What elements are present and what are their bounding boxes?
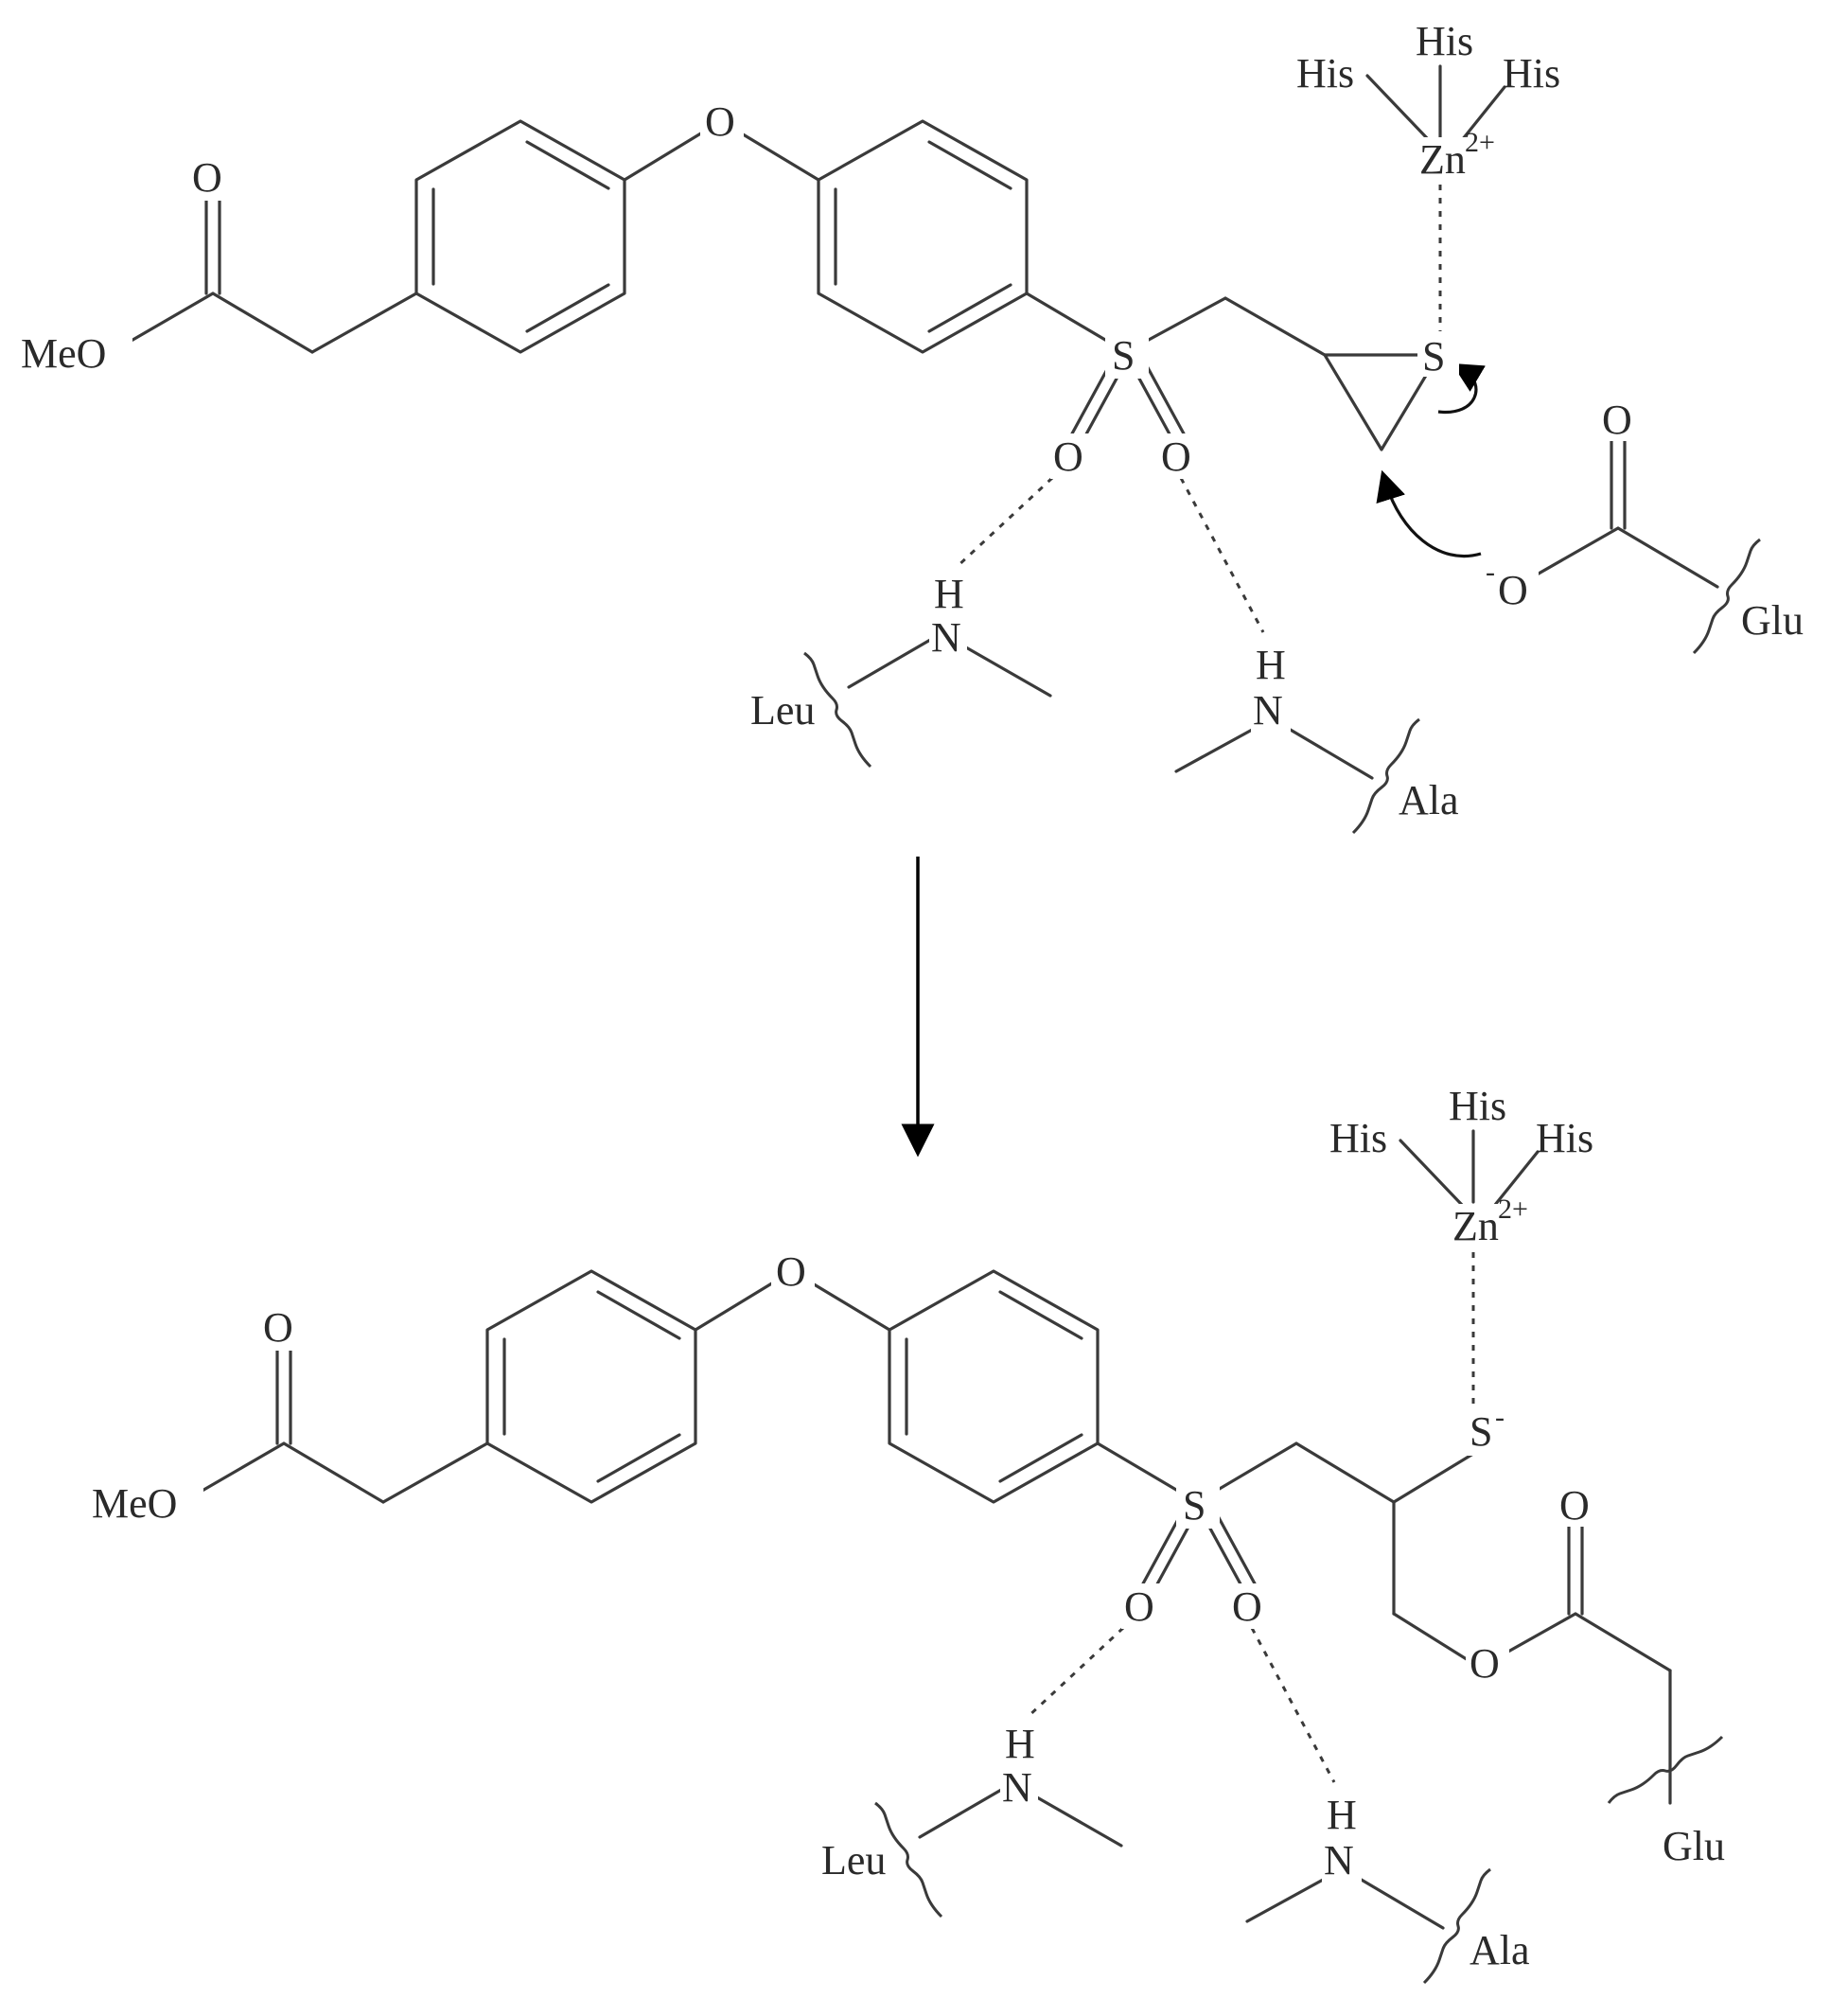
his-zinc-bond: [1460, 85, 1506, 142]
carboxylate-charge: -: [1486, 557, 1495, 588]
methylene-ring-bond: [310, 292, 418, 354]
sulfone-sulfur: S: [1112, 332, 1135, 379]
glu-carbonyl-oxygen: O: [1602, 397, 1632, 443]
sulfonyl-oxygen-left: O: [1053, 433, 1083, 480]
ester-bond: [192, 1441, 286, 1497]
ester-link-oxygen: O: [1470, 1640, 1500, 1687]
ester-carbonyl-oxygen: O: [263, 1304, 293, 1351]
glu-label: Glu: [1663, 1823, 1725, 1869]
methylene-thiirane-bond: [1223, 296, 1327, 357]
ester-bond: [121, 292, 215, 347]
glu-label: Glu: [1741, 597, 1804, 644]
his-zinc-bond: [1399, 1139, 1464, 1207]
ala-backbone-bond: [1358, 1877, 1445, 1930]
leu-backbone-bond: [918, 1784, 1010, 1839]
thiirane-ring: [1323, 353, 1440, 451]
leu-wavy-bond: [803, 651, 872, 769]
hydrogen-bond: [1025, 1626, 1125, 1720]
his-zinc-bond: [1365, 74, 1431, 142]
benzene-ring-2: [817, 119, 1029, 354]
zinc-charge: 2+: [1498, 1194, 1528, 1225]
leu-hydrogen: H: [934, 571, 964, 617]
glu-side-chain-bond: [1616, 526, 1719, 589]
zinc-label: Zn: [1452, 1203, 1499, 1249]
ala-hydrogen: H: [1256, 642, 1286, 688]
ring-1-double-bond: [525, 283, 610, 333]
hydrogen-bond: [954, 476, 1054, 570]
ala-label: Ala: [1470, 1927, 1530, 1973]
thiolate-sulfur: S: [1470, 1408, 1492, 1455]
methoxy-label: MeO: [21, 330, 106, 377]
ether-oxygen: O: [705, 98, 735, 145]
leu-nitrogen: N: [1002, 1764, 1032, 1811]
leu-hydrogen: H: [1005, 1721, 1035, 1767]
ala-label: Ala: [1399, 777, 1459, 823]
ala-wavy-bond: [1422, 1867, 1491, 1985]
glu-carbonyl-oxygen: O: [1559, 1482, 1590, 1529]
his-label-right: His: [1503, 50, 1560, 97]
ester-carbonyl-oxygen: O: [192, 154, 222, 201]
methylene-ring-bond: [381, 1441, 489, 1504]
leu-nitrogen: N: [931, 614, 961, 661]
benzene-ring-2: [888, 1269, 1100, 1504]
ether-oxygen: O: [776, 1248, 806, 1295]
benzene-ring-1: [414, 119, 626, 354]
thiirane-sulfur: S: [1422, 333, 1445, 380]
sulfonyl-oxygen-right: O: [1232, 1583, 1262, 1630]
glu-carboxylate-oxygen: O: [1498, 567, 1528, 613]
benzene-ring-1: [485, 1269, 697, 1504]
methylene-bond: [282, 1441, 385, 1504]
glu-side-chain-bond: [1574, 1612, 1672, 1672]
zinc-label: Zn: [1419, 136, 1466, 183]
ring-2-double-bond: [998, 1290, 1083, 1340]
zinc-charge: 2+: [1465, 127, 1495, 158]
his-label-top: His: [1416, 18, 1473, 64]
ala-nitrogen: N: [1253, 687, 1283, 734]
his-label-left: His: [1329, 1115, 1387, 1161]
ala-nh-bond: [1245, 1877, 1327, 1923]
ring-1-double-bond: [596, 1290, 681, 1340]
leu-wavy-bond: [874, 1801, 943, 1919]
methylene-ester-oxygen-bond: [1392, 1612, 1471, 1663]
his-label-left: His: [1296, 50, 1354, 97]
ester-oxygen-carbonyl-bond: [1498, 1612, 1577, 1658]
ala-hydrogen: H: [1327, 1792, 1357, 1838]
reactant-complex: O MeO O S O O S His His His Zn 2+ H N Le…: [19, 18, 1804, 835]
leu-label: Leu: [750, 687, 815, 734]
methylene-bond: [211, 292, 314, 354]
ring-2-double-bond: [927, 140, 1012, 190]
thiolate-charge: -: [1495, 1402, 1505, 1433]
ala-nitrogen: N: [1324, 1837, 1354, 1883]
ring-2-double-bond: [927, 283, 1012, 333]
hydrogen-bond: [1250, 1627, 1336, 1783]
glu-wavy-bond: [1607, 1735, 1724, 1804]
ala-backbone-bond: [1287, 727, 1374, 780]
ala-nh-bond: [1174, 727, 1256, 773]
leu-label: Leu: [821, 1837, 886, 1883]
his-label-top: His: [1449, 1083, 1506, 1129]
ala-wavy-bond: [1351, 717, 1420, 835]
sulfonyl-oxygen-left: O: [1124, 1583, 1154, 1630]
hydrogen-bond: [1179, 477, 1265, 633]
nucleophilic-attack-arrow: [1376, 469, 1482, 558]
product-complex: O MeO O S O O S - His His His Zn 2+ O O …: [90, 1083, 1725, 1985]
sulfonyl-oxygen-right: O: [1161, 433, 1191, 480]
ring-1-double-bond: [525, 140, 610, 190]
methylene-methine-bond: [1294, 1441, 1396, 1504]
methoxy-label: MeO: [92, 1480, 177, 1527]
glu-wavy-bond: [1692, 538, 1761, 655]
sulfone-sulfur: S: [1183, 1482, 1206, 1529]
ring-opening-arrow: [1437, 363, 1486, 415]
his-zinc-bond: [1493, 1150, 1540, 1207]
his-label-right: His: [1536, 1115, 1593, 1161]
ring-2-double-bond: [998, 1433, 1083, 1483]
leu-backbone-bond: [847, 634, 939, 689]
ring-1-double-bond: [596, 1433, 681, 1483]
